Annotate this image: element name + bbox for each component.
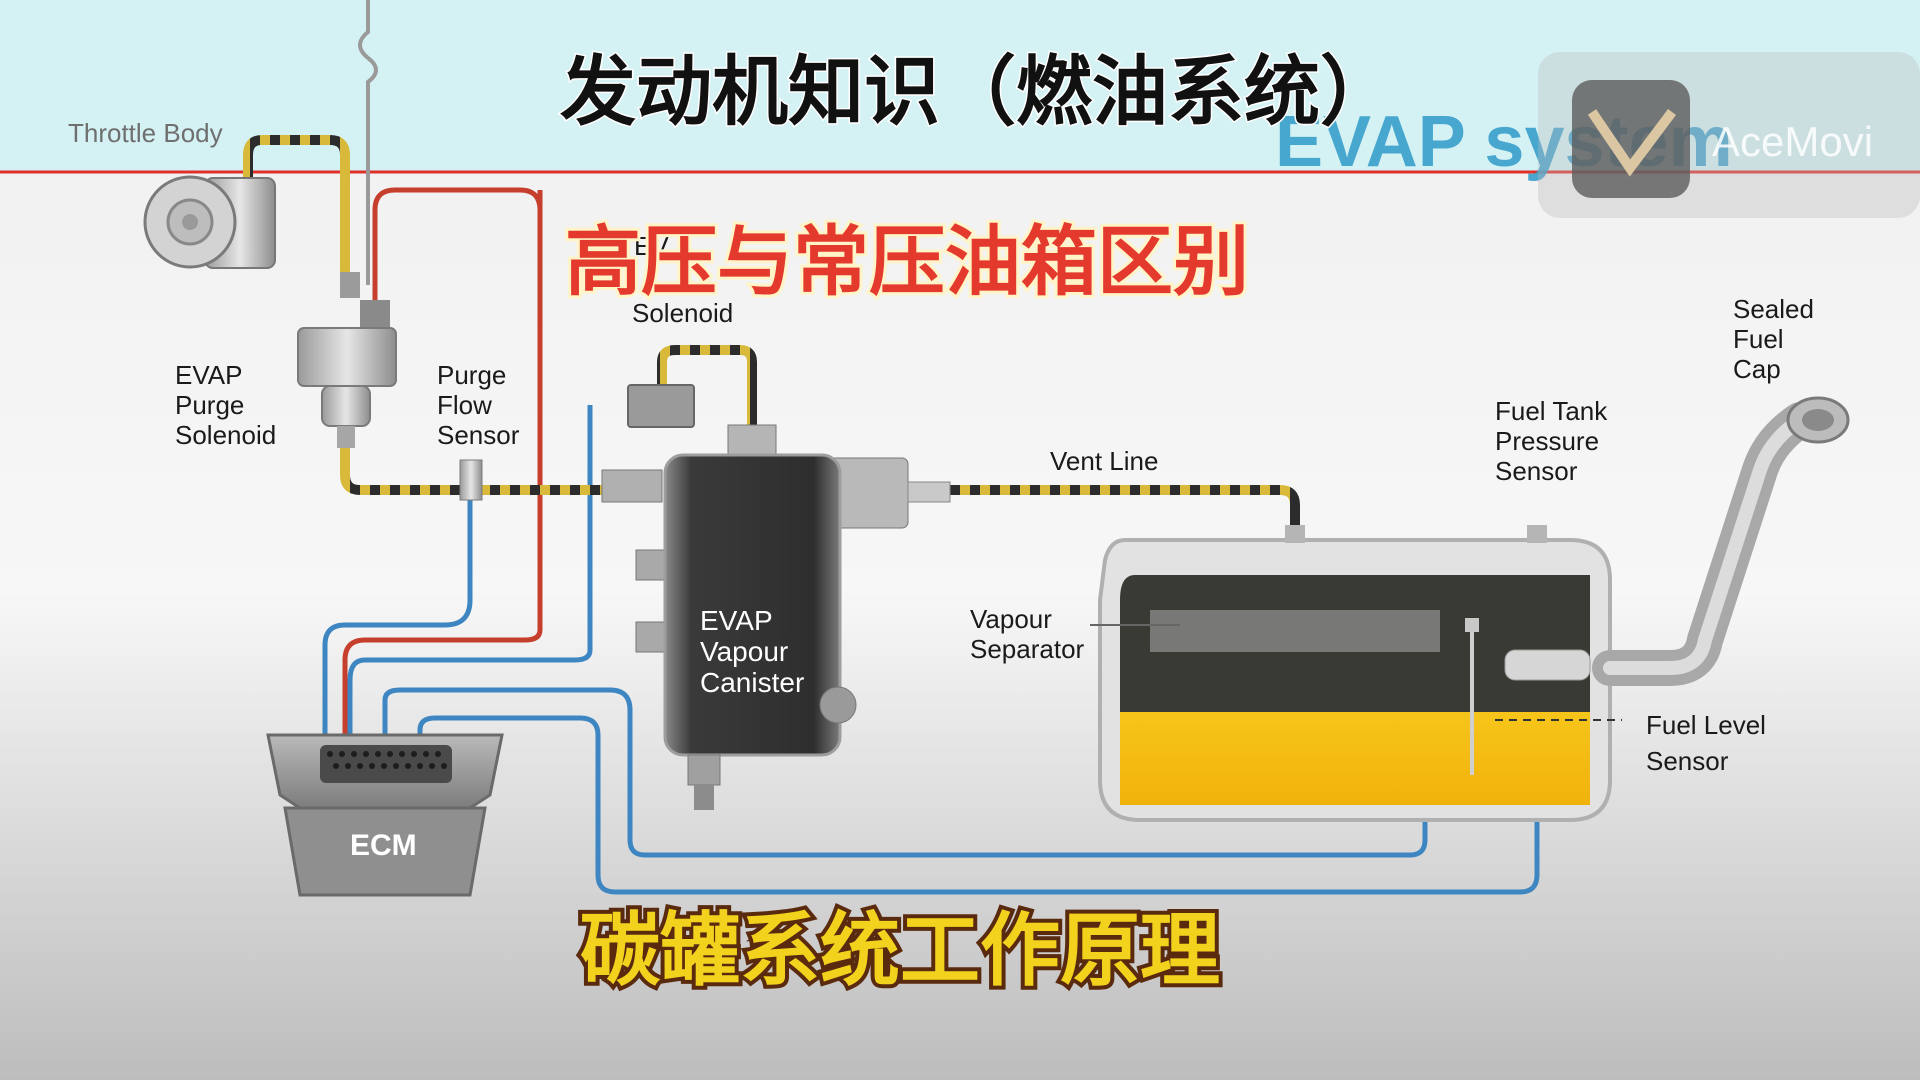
svg-text:Fuel Level: Fuel Level — [1646, 710, 1766, 740]
vapour-separator-label: Vapour Separator — [970, 604, 1085, 664]
sealed-fuel-cap-label: Sealed Fuel Cap — [1733, 294, 1814, 384]
sealed-fuel-cap — [1786, 396, 1850, 444]
svg-text:EVAP: EVAP — [175, 360, 242, 390]
fuel-filler-neck — [1592, 402, 1818, 686]
evap-vent-solenoid-label-partial: EV — [634, 231, 669, 261]
purge-flow-sensor — [459, 459, 483, 501]
vacuum-tube — [358, 0, 378, 285]
vent-line-label: Vent Line — [1050, 446, 1158, 476]
fuel-tank — [1098, 525, 1612, 822]
purge-flow-sensor-label: Purge Flow Sensor — [437, 360, 520, 450]
svg-text:Fuel Tank: Fuel Tank — [1495, 396, 1608, 426]
evap-vapour-canister — [601, 424, 951, 810]
throttle-body-label: Throttle Body — [68, 118, 223, 148]
acemovi-brand-text: AceMovi — [1712, 118, 1873, 165]
ecm-module — [266, 733, 504, 897]
svg-text:Vapour: Vapour — [970, 604, 1052, 634]
svg-text:Sealed: Sealed — [1733, 294, 1814, 324]
video-title: 发动机知识（燃油系统） — [560, 47, 1396, 136]
vapour-separator — [1150, 610, 1440, 652]
acemovi-watermark: AceMovi — [1538, 52, 1920, 218]
svg-text:Separator: Separator — [970, 634, 1085, 664]
svg-text:Sensor: Sensor — [1646, 746, 1729, 776]
fuel-level-sensor-label: Fuel Level Sensor — [1646, 710, 1766, 776]
evap-purge-solenoid-label: EVAP Purge Solenoid — [175, 360, 276, 450]
svg-text:Fuel: Fuel — [1733, 324, 1784, 354]
svg-text:Sensor: Sensor — [1495, 456, 1578, 486]
acemovi-logo-icon — [1572, 80, 1690, 198]
video-subtitle: 高压与常压油箱区别 — [565, 217, 1249, 306]
evap-vapour-canister-label: EVAP Vapour Canister — [700, 605, 804, 698]
svg-text:Pressure: Pressure — [1495, 426, 1599, 456]
svg-text:Purge: Purge — [175, 390, 244, 420]
evap-vent-solenoid — [627, 384, 695, 428]
throttle-body — [143, 175, 276, 269]
svg-text:Sensor: Sensor — [437, 420, 520, 450]
evap-vent-solenoid-label: Solenoid — [632, 298, 733, 328]
svg-text:Cap: Cap — [1733, 354, 1781, 384]
fuel-level — [1120, 712, 1590, 805]
evap-purge-solenoid — [297, 272, 397, 448]
svg-text:Flow: Flow — [437, 390, 492, 420]
vapour-hoses — [243, 135, 1300, 540]
svg-text:Vapour: Vapour — [700, 636, 788, 667]
fuel-tank-pressure-sensor-label: Fuel Tank Pressure Sensor — [1495, 396, 1608, 486]
ecm-label: ECM — [350, 829, 417, 862]
svg-text:Solenoid: Solenoid — [175, 420, 276, 450]
video-caption: 碳罐系统工作原理 — [580, 904, 1220, 997]
svg-text:Canister: Canister — [700, 667, 804, 698]
svg-text:EVAP: EVAP — [700, 605, 773, 636]
svg-text:Purge: Purge — [437, 360, 506, 390]
